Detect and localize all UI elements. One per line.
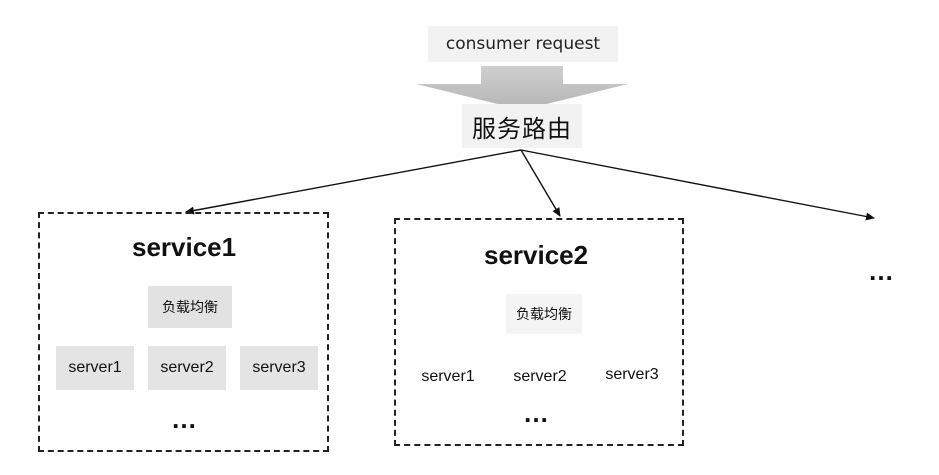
service-router-label: 服务路由 — [462, 104, 582, 148]
service2-load-balancer: 负载均衡 — [506, 294, 582, 334]
service2-server3: server3 — [605, 366, 659, 383]
service1-load-balancer: 负载均衡 — [148, 286, 232, 328]
service2-server1: server1 — [421, 368, 475, 385]
consumer-request-label: consumer request — [428, 26, 618, 62]
request-down-arrow — [416, 66, 628, 110]
service2-more-servers: … — [523, 398, 551, 428]
service1-server1: server1 — [56, 346, 134, 390]
service1-title: service1 — [132, 232, 237, 262]
service2-title: service2 — [484, 240, 589, 270]
route-arrow-more — [520, 149, 875, 221]
service1-server2: server2 — [148, 346, 226, 390]
service1-more-servers: … — [171, 404, 199, 434]
route-arrow-service1 — [185, 149, 522, 215]
service2-server2: server2 — [513, 368, 567, 385]
more-services: … — [868, 256, 896, 286]
service1-box: service1 负载均衡 server1 server2 server3 … — [38, 212, 329, 452]
route-arrow-service2 — [520, 149, 561, 217]
service1-server3: server3 — [240, 346, 318, 390]
service2-box: service2 负载均衡 server1 server2 server3 … — [394, 218, 684, 446]
